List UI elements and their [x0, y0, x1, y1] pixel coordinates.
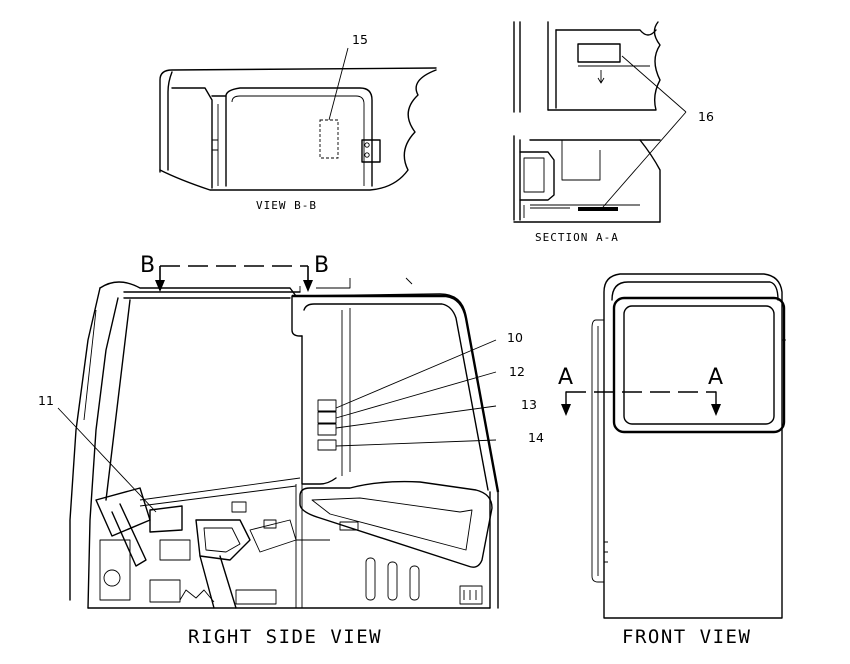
- section-mark-a-right: A: [708, 365, 723, 390]
- callout-12: 12: [509, 364, 525, 379]
- view-bb-caption: VIEW B-B: [256, 199, 317, 212]
- section-aa: [513, 21, 687, 223]
- callout-15: 15: [352, 32, 368, 47]
- section-mark-b-left: B: [140, 253, 155, 278]
- section-mark-a-left: A: [558, 365, 573, 390]
- callout-13: 13: [521, 397, 537, 412]
- callout-16: 16: [698, 109, 714, 124]
- front-view: [561, 273, 786, 619]
- view-bb: [159, 47, 437, 191]
- section-mark-b-right: B: [314, 253, 329, 278]
- right-side-view: [57, 265, 500, 609]
- callout-11: 11: [38, 393, 54, 408]
- callout-14: 14: [528, 430, 544, 445]
- right-side-view-caption: RIGHT SIDE VIEW: [188, 626, 382, 648]
- section-aa-caption: SECTION A-A: [535, 231, 619, 244]
- callout-10: 10: [507, 330, 523, 345]
- front-view-caption: FRONT VIEW: [622, 626, 751, 648]
